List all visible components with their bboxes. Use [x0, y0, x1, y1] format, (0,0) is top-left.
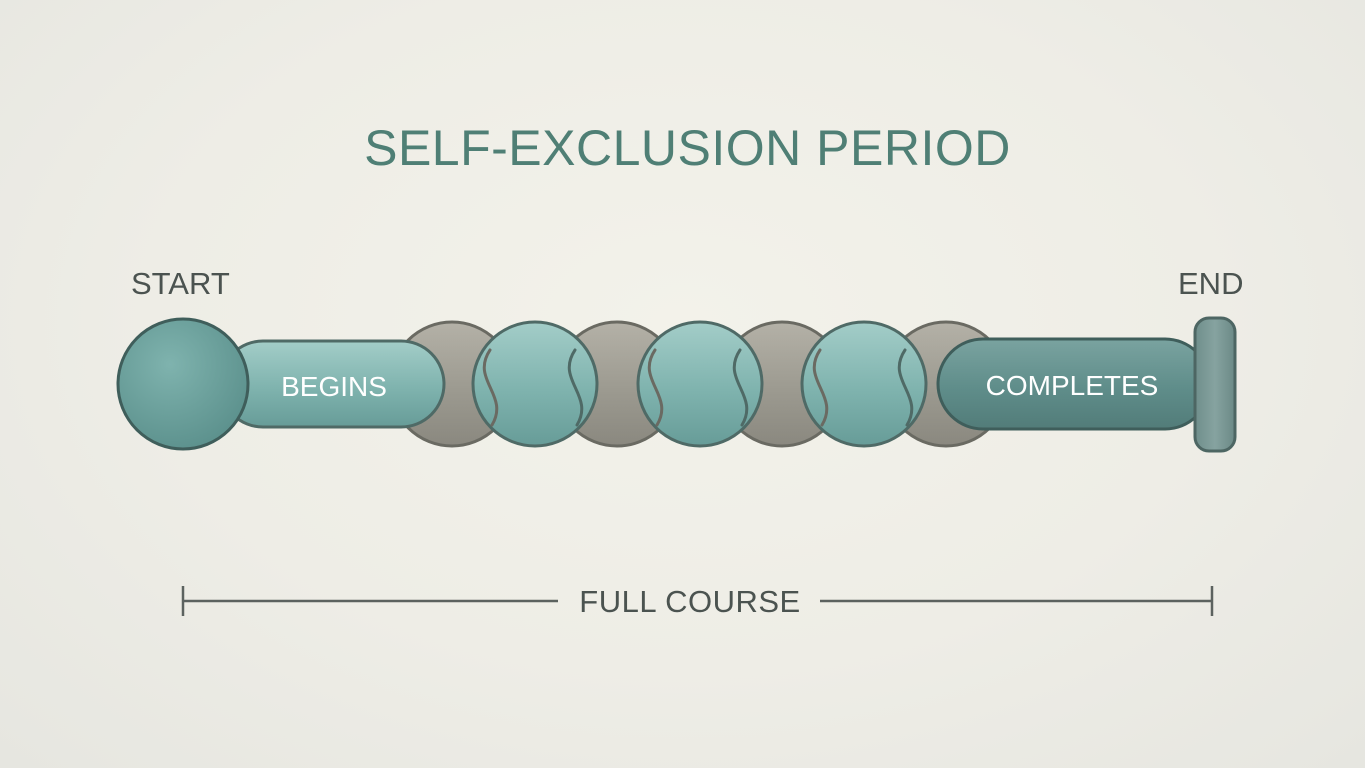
end-label: END: [1178, 266, 1244, 301]
braid-links-teal: [471, 320, 928, 448]
start-marker: [116, 317, 250, 451]
diagram-title: SELF-EXCLUSION PERIOD: [364, 120, 1011, 176]
completes-label: COMPLETES: [986, 370, 1159, 401]
braid-link: [471, 320, 599, 448]
begins-label: BEGINS: [281, 371, 387, 402]
full-course-label: FULL COURSE: [579, 584, 801, 619]
full-course-bracket: [181, 586, 1214, 616]
braid-weave: [482, 348, 914, 427]
start-label: START: [131, 266, 230, 301]
braid-link: [800, 320, 928, 448]
braid-link: [636, 320, 764, 448]
end-marker: [1193, 316, 1237, 453]
